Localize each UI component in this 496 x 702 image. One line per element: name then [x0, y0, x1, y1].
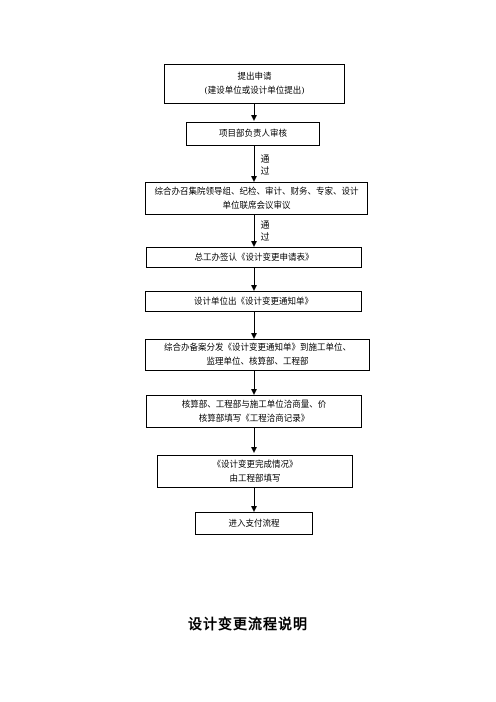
- step-label: 《设计变更完成情况》: [212, 459, 298, 470]
- step-label-sub: 由工程部填写: [229, 473, 281, 484]
- arrow-down-icon: [251, 506, 257, 512]
- step-chief-engineer-sign: 总工办签认《设计变更申请表》: [146, 247, 362, 268]
- step-submit-application: 提出申请 (建设单位或设计单位提出): [164, 64, 345, 104]
- step-label-sub: 监理单位、核算部、工程部: [206, 357, 309, 367]
- connector-line: [254, 146, 255, 176]
- step-completion-status: 《设计变更完成情况》 由工程部填写: [157, 455, 353, 488]
- connector-line: [254, 312, 255, 333]
- connector-line: [254, 371, 255, 389]
- step-project-manager-review: 项目部负责人审核: [186, 122, 320, 146]
- step-negotiate-quantity-price: 核算部、工程部与施工单位洽商量、价 核算部填写《工程洽商记录》: [146, 395, 362, 428]
- connector-line: [254, 215, 255, 241]
- step-label: 核算部、工程部与施工单位洽商量、价: [181, 399, 327, 410]
- step-joint-meeting-review: 综合办召集院领导组、纪检、审计、财务、专家、设计 单位联席会议审议: [145, 182, 368, 215]
- pass-label: 通 过: [260, 221, 270, 243]
- arrow-down-icon: [251, 241, 257, 247]
- arrow-down-icon: [251, 447, 257, 453]
- arrow-down-icon: [251, 333, 257, 339]
- step-label: 设计单位出《设计变更通知单》: [193, 296, 313, 307]
- step-label: 项目部负责人审核: [218, 129, 287, 139]
- page-title: 设计变更流程说明: [188, 617, 308, 633]
- step-label: 综合办备案分发《设计变更通知单》到施工单位、: [163, 343, 351, 353]
- step-label: 综合办召集院领导组、纪检、审计、财务、专家、设计: [154, 186, 359, 197]
- connector-line: [254, 268, 255, 285]
- step-label-sub: 核算部填写《工程洽商记录》: [198, 413, 310, 424]
- arrow-down-icon: [251, 176, 257, 182]
- arrow-down-icon: [251, 285, 257, 291]
- step-label: 进入支付流程: [228, 518, 280, 529]
- pass-label: 通 过: [260, 155, 270, 177]
- arrow-down-icon: [251, 115, 257, 121]
- step-label: 总工办签认《设计变更申请表》: [194, 252, 314, 263]
- step-distribute-notice: 综合办备案分发《设计变更通知单》到施工单位、 监理单位、核算部、工程部: [145, 339, 370, 371]
- arrow-down-icon: [251, 389, 257, 395]
- connector-line: [254, 488, 255, 506]
- step-enter-payment: 进入支付流程: [195, 512, 313, 535]
- step-label-sub: (建设单位或设计单位提出): [204, 86, 305, 96]
- step-label-sub: 单位联席会议审议: [222, 200, 291, 211]
- step-design-unit-notice: 设计单位出《设计变更通知单》: [145, 291, 362, 312]
- connector-line: [254, 428, 255, 447]
- step-label: 提出申请: [237, 72, 272, 82]
- connector-line: [254, 104, 255, 115]
